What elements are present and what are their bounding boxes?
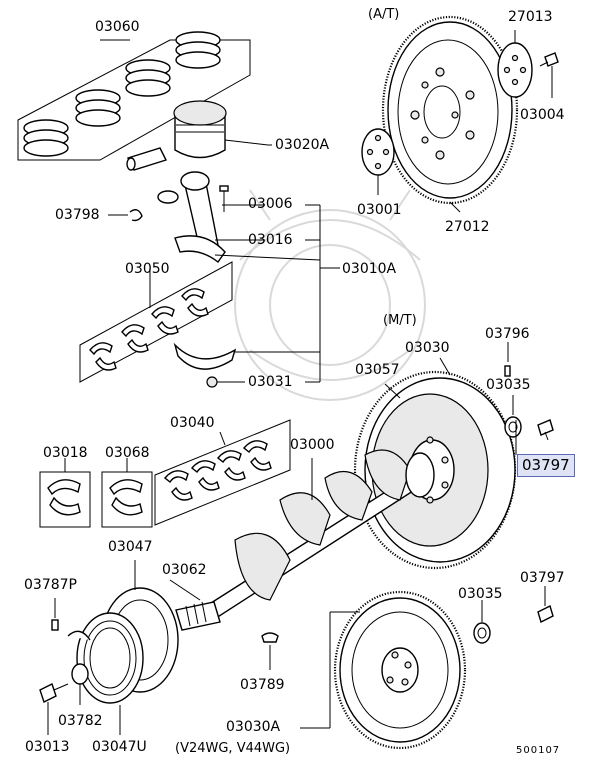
variant-note: (V24WG, V44WG) (175, 741, 291, 756)
rod-cap (173, 342, 245, 388)
connecting-rod (157, 171, 265, 264)
adapter-plate (497, 30, 533, 98)
part-label-27012: 27012 (445, 219, 490, 235)
assembly-bracket (214, 204, 340, 383)
part-label-03035-upper: 03035 (486, 377, 531, 393)
part-label-03016: 03016 (248, 232, 293, 248)
piston-rings-group (17, 31, 251, 161)
piston (173, 100, 269, 159)
flywheel-bolt (537, 419, 554, 441)
main-bearings-group (154, 419, 291, 526)
part-label-03035-lower: 03035 (458, 586, 503, 602)
part-label-03062: 03062 (162, 562, 207, 578)
part-label-03001: 03001 (357, 202, 402, 218)
pilot-bushing (504, 395, 522, 438)
part-label-03031: 03031 (248, 374, 293, 390)
piston-pin (126, 147, 167, 171)
part-label-03797: 03797 (520, 570, 565, 586)
pulley-clip (51, 598, 59, 631)
crank-pulley (71, 560, 179, 735)
watermark-emblem (234, 189, 426, 401)
part-label-03047: 03047 (108, 539, 153, 555)
dowel-pin (504, 342, 511, 377)
piston-ring (23, 119, 69, 157)
part-label-03004: 03004 (520, 107, 565, 123)
part-label-03798: 03798 (55, 207, 100, 223)
flywheel-bolt-alt (537, 586, 554, 623)
part-label-03060: 03060 (95, 19, 140, 35)
part-label-03030: 03030 (405, 340, 450, 356)
crankshaft (169, 449, 435, 631)
rod-bolt (219, 185, 229, 212)
part-label-03013: 03013 (25, 739, 70, 755)
woodruff-key (261, 632, 279, 670)
part-label-03040: 03040 (170, 415, 215, 431)
rod-bearings-group (79, 261, 233, 383)
pilot-bushing-alt (473, 600, 491, 644)
piston-ring (175, 31, 221, 69)
at-label: (A/T) (368, 7, 400, 22)
part-label-03068: 03068 (105, 445, 150, 461)
part-label-27013: 27013 (508, 9, 553, 25)
leader-lines (110, 144, 517, 455)
figure-code: 500107 (516, 745, 561, 756)
part-label-03796: 03796 (485, 326, 530, 342)
part-label-03782: 03782 (58, 713, 103, 729)
part-label-03797-highlighted[interactable]: 03797 (517, 454, 575, 477)
pulley-bolt (39, 683, 69, 735)
piston-ring (125, 59, 171, 97)
part-label-03010a: 03010A (342, 261, 397, 277)
part-label-03000: 03000 (290, 437, 335, 453)
part-label-03789: 03789 (240, 677, 285, 693)
part-label-03006: 03006 (248, 196, 293, 212)
drive-plate (381, 15, 519, 205)
part-label-03787p: 03787P (24, 577, 77, 593)
flywheel-alt (300, 590, 467, 750)
part-label-03020a: 03020A (275, 137, 330, 153)
thrust-bearing-03068 (101, 458, 153, 528)
drive-plate-bolt (539, 52, 559, 98)
part-label-03050: 03050 (125, 261, 170, 277)
part-label-03030a: 03030A (226, 719, 281, 735)
piston-ring (75, 89, 121, 127)
part-label-03047u: 03047U (92, 739, 147, 755)
mt-label: (M/T) (383, 313, 417, 328)
crankshaft-adapter (361, 128, 461, 213)
pulley-ring (67, 630, 91, 641)
thrust-bearing-03018 (39, 458, 91, 528)
part-label-03057: 03057 (355, 362, 400, 378)
part-label-03018: 03018 (43, 445, 88, 461)
